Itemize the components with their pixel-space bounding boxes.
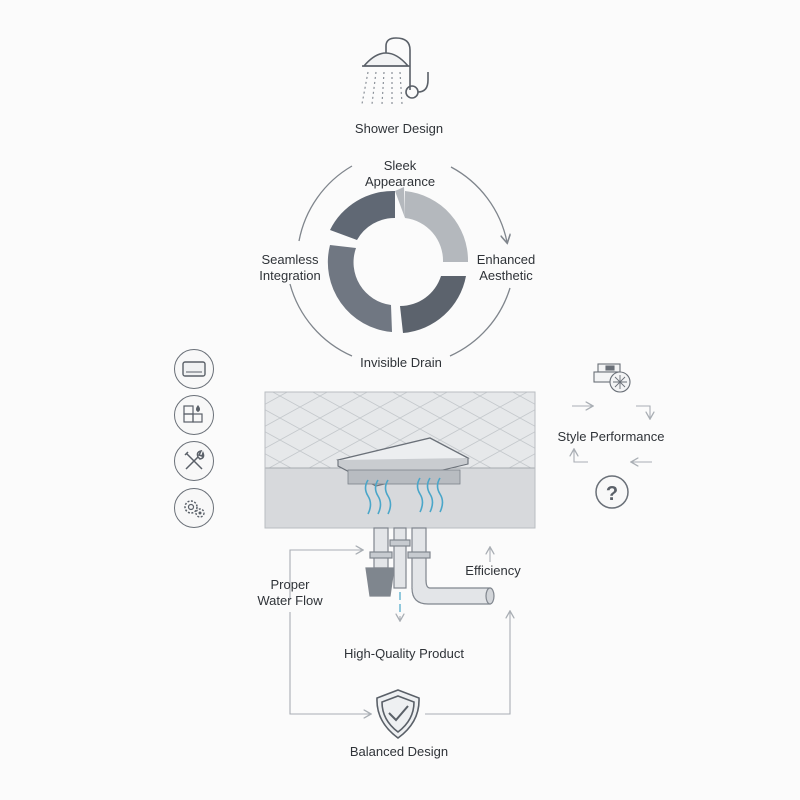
cycle-arc	[289, 165, 510, 357]
floor-cross-section	[264, 391, 536, 529]
cycle-label-right: Enhanced Aesthetic	[476, 252, 536, 283]
shower-head-icon	[361, 37, 429, 105]
drain-cover-icon	[174, 349, 214, 389]
balanced-design-label: Balanced Design	[349, 744, 449, 759]
donut-segment-bottom-right	[400, 276, 466, 333]
tools-icon	[174, 441, 214, 481]
high-quality-product-label: High-Quality Product	[344, 646, 464, 661]
shield-check-icon	[376, 689, 420, 739]
shower-design-label: Shower Design	[354, 121, 444, 136]
style-performance-label: Style Performance	[557, 429, 665, 444]
donut-segment-bottom-left	[327, 245, 392, 332]
question-icon: ?	[595, 475, 629, 509]
donut-segment-top-right	[405, 191, 469, 262]
cycle-donut	[327, 187, 469, 333]
drain-pipes	[365, 527, 495, 612]
cycle-label-bottom: Invisible Drain	[360, 355, 442, 370]
water-grid-icon	[174, 395, 214, 435]
style-settings-icon	[593, 363, 631, 393]
proper-water-flow-label: Proper Water Flow	[257, 577, 323, 608]
gears-icon	[174, 488, 214, 528]
efficiency-label: Efficiency	[465, 563, 521, 578]
cycle-label-top: Sleek Appearance	[364, 158, 436, 189]
svg-text:?: ?	[606, 483, 618, 505]
style-performance-arrows	[572, 406, 652, 462]
donut-segment-top-left	[330, 190, 395, 240]
cycle-label-left: Seamless Integration	[259, 252, 321, 283]
flow-connectors	[289, 548, 510, 714]
